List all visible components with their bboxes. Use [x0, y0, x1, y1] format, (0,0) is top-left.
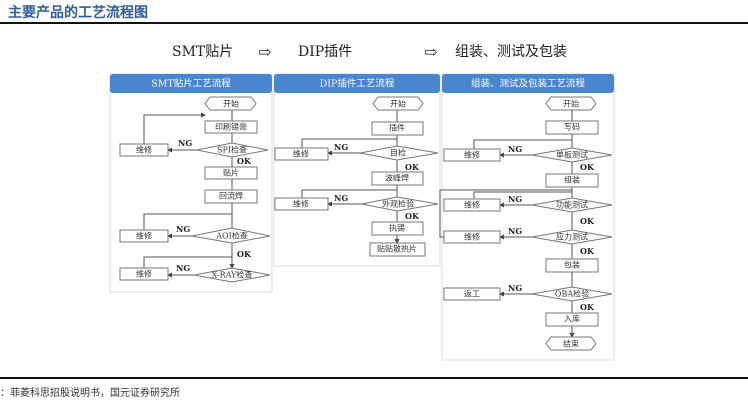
top-divider: [0, 22, 748, 24]
svg-text:NG: NG: [508, 283, 522, 293]
svg-text:NG: NG: [334, 193, 348, 203]
svg-text:外观检验: 外观检验: [382, 199, 414, 209]
svg-text:AOI检查: AOI检查: [215, 231, 248, 241]
svg-text:OK: OK: [580, 162, 595, 172]
svg-text:维修: 维修: [136, 269, 152, 279]
svg-text:包装: 包装: [564, 260, 580, 270]
svg-text:NG: NG: [508, 194, 522, 204]
svg-text:NG: NG: [334, 142, 348, 152]
assembly-header: [442, 74, 614, 93]
dip-connectors: [301, 110, 397, 243]
dip-nodes: 开始 插件 目检 维修 波峰焊 外观检验 维修 执锡 贴贴散热片 NG OK N…: [274, 96, 439, 257]
svg-text:X-RAY检查: X-RAY检查: [212, 270, 253, 280]
assembly-nodes: 开始 写码 单板测试 维修 组装 功能测试 维修 应力测试 维修 包装 OBA检…: [443, 96, 613, 351]
svg-text:维修: 维修: [136, 231, 152, 241]
arrow-right-icon: ⇨: [424, 43, 437, 62]
assembly-connectors: [439, 110, 572, 337]
figure-title: 主要产品的工艺流程图: [8, 5, 148, 21]
svg-text:组装: 组装: [564, 175, 580, 185]
arrow-right-icon: ⇨: [258, 43, 271, 62]
svg-text:插件: 插件: [389, 123, 405, 133]
svg-text:返工: 返工: [464, 290, 480, 299]
svg-text:应力测试: 应力测试: [556, 232, 588, 242]
svg-text:波峰焊: 波峰焊: [385, 173, 409, 183]
svg-text:OK: OK: [405, 211, 420, 221]
smt-connectors: [143, 110, 232, 278]
svg-text:功能测试: 功能测试: [556, 200, 588, 210]
source-note: ：菲菱科思招股说明书，国元证券研究所: [0, 388, 180, 399]
svg-text:维修: 维修: [464, 150, 480, 160]
overview-step-smt: SMT贴片: [172, 44, 233, 60]
bottom-divider: [0, 377, 748, 379]
overview-step-assembly: 组装、测试及包装: [455, 44, 567, 60]
svg-text:开始: 开始: [223, 99, 239, 109]
svg-text:维修: 维修: [136, 145, 152, 155]
svg-text:开始: 开始: [563, 99, 579, 109]
overview-step-dip: DIP插件: [298, 44, 352, 60]
svg-text:贴贴散热片: 贴贴散热片: [377, 244, 417, 254]
svg-text:开始: 开始: [390, 99, 406, 109]
svg-text:维修: 维修: [293, 199, 309, 209]
svg-text:执锡: 执锡: [389, 223, 405, 233]
svg-text:单板测试: 单板测试: [556, 150, 588, 160]
svg-text:NG: NG: [178, 138, 192, 148]
svg-text:OK: OK: [405, 162, 420, 172]
svg-text:OK: OK: [580, 302, 595, 312]
svg-text:印刷锡膏: 印刷锡膏: [215, 122, 247, 132]
dip-header: [274, 74, 440, 93]
dip-header-text: DIP插件工艺流程: [320, 78, 395, 90]
svg-text:NG: NG: [176, 263, 190, 273]
svg-text:维修: 维修: [464, 200, 480, 210]
svg-text:目检: 目检: [390, 148, 406, 158]
svg-text:OK: OK: [237, 156, 252, 166]
svg-text:NG: NG: [508, 144, 522, 154]
smt-nodes: 开始 印刷锡膏 SPI检查 维修 贴片 回流焊 AOI检查 维修 X-RAY检查…: [119, 96, 271, 283]
smt-header: [110, 74, 272, 93]
svg-text:维修: 维修: [464, 232, 480, 242]
svg-text:回流焊: 回流焊: [219, 191, 243, 201]
assembly-header-text: 组装、测试及包装工艺流程: [471, 78, 586, 90]
svg-text:OK: OK: [580, 246, 595, 256]
svg-text:贴片: 贴片: [223, 168, 239, 178]
svg-text:维修: 维修: [293, 149, 309, 159]
svg-text:NG: NG: [508, 226, 522, 236]
svg-text:SPI检查: SPI检查: [217, 145, 247, 155]
svg-text:写码: 写码: [564, 123, 580, 132]
svg-text:OK: OK: [580, 216, 595, 226]
smt-header-text: SMT贴片工艺流程: [151, 78, 231, 90]
svg-text:OK: OK: [237, 249, 252, 259]
svg-text:NG: NG: [176, 224, 190, 234]
svg-text:结束: 结束: [563, 339, 579, 349]
svg-text:OBA检验: OBA检验: [555, 289, 589, 299]
svg-text:入库: 入库: [564, 314, 580, 324]
